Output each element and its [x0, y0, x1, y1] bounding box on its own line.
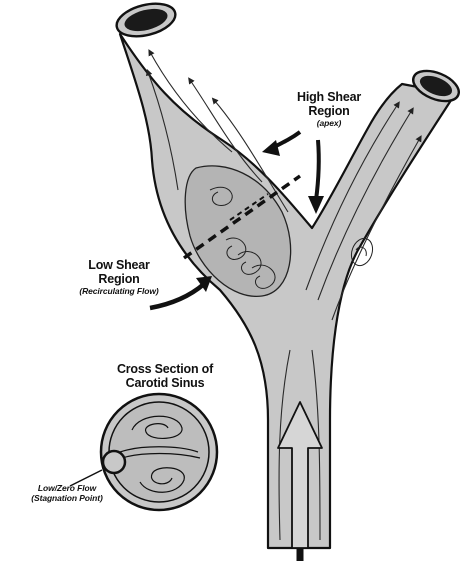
cross-section-title-2: Carotid Sinus [100, 376, 230, 390]
stagnation-label: Low/Zero Flow (Stagnation Point) [2, 484, 132, 504]
low-shear-subtitle: (Recirculating Flow) [54, 287, 184, 297]
low-shear-title-1: Low Shear [54, 258, 184, 272]
cross-section-label: Cross Section of Carotid Sinus [100, 362, 230, 391]
high-shear-label: High Shear Region (apex) [264, 90, 394, 129]
high-shear-title-1: High Shear [264, 90, 394, 104]
internal-carotid-opening [113, 0, 178, 42]
high-shear-arrowhead-1 [262, 140, 280, 156]
stagnation-point-marker [103, 451, 125, 473]
high-shear-down-arrow [316, 140, 319, 200]
cross-section-title-1: Cross Section of [100, 362, 230, 376]
low-shear-title-2: Region [54, 272, 184, 286]
high-shear-subtitle: (apex) [264, 119, 394, 129]
high-shear-title-2: Region [264, 104, 394, 118]
low-shear-label: Low Shear Region (Recirculating Flow) [54, 258, 184, 297]
stagnation-subtitle: (Stagnation Point) [2, 494, 132, 504]
